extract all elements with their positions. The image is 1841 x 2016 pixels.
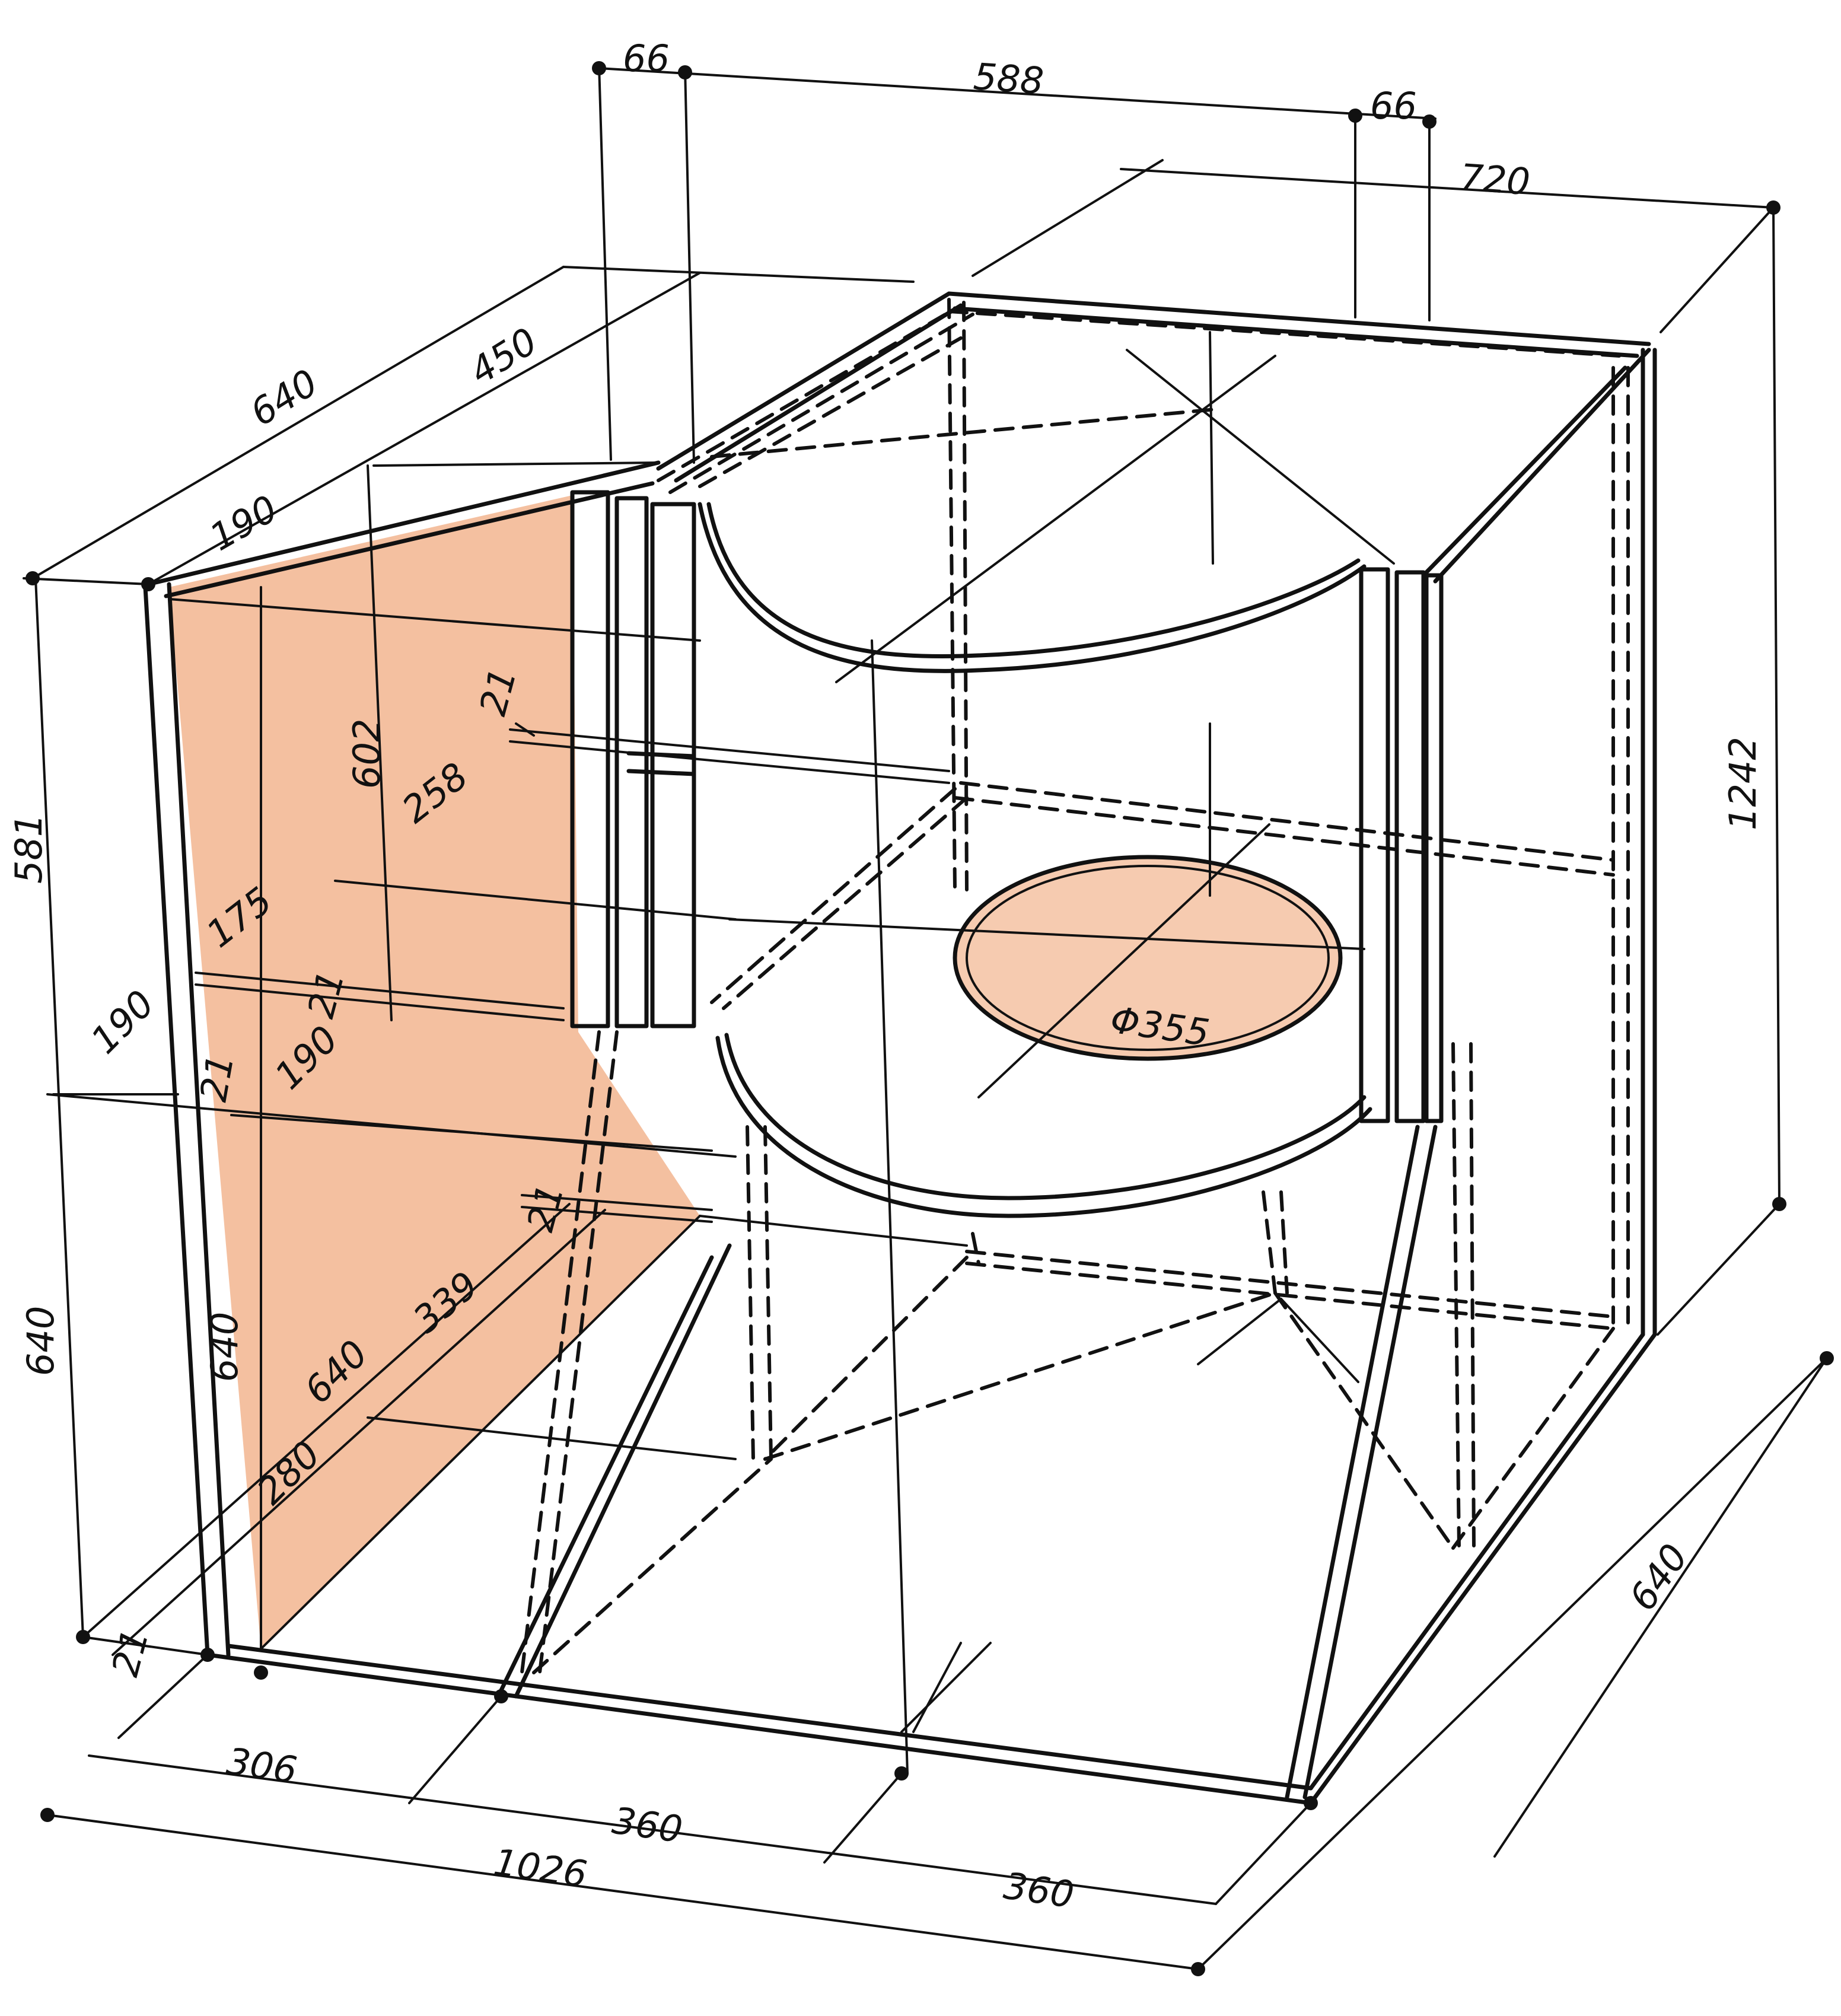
dim-450: 450 bbox=[462, 319, 544, 393]
hidden-lines bbox=[520, 298, 1630, 1674]
dimension-labels: 66 588 66 720 640 450 190 581 602 258 17… bbox=[7, 37, 1764, 1916]
dim-640-left: 640 bbox=[19, 1306, 62, 1376]
dimension-dots bbox=[26, 61, 1834, 1976]
dim-66-left: 66 bbox=[623, 37, 670, 80]
upper-horn-curve bbox=[697, 502, 1367, 673]
dim-360-a: 360 bbox=[610, 1799, 685, 1852]
construction-lines bbox=[728, 331, 1395, 1775]
dim-190-left: 190 bbox=[82, 982, 163, 1062]
dimension-lines bbox=[23, 64, 1828, 1970]
dim-588: 588 bbox=[972, 55, 1045, 103]
dim-21-c: 21 bbox=[192, 1051, 243, 1104]
dim-602: 602 bbox=[345, 719, 388, 789]
dim-190-top: 190 bbox=[202, 487, 285, 559]
lower-horn-curve bbox=[715, 1033, 1372, 1218]
lower-struts bbox=[496, 1125, 1438, 1800]
dim-306: 306 bbox=[224, 1740, 300, 1792]
dim-1242: 1242 bbox=[1721, 737, 1764, 830]
port-circle bbox=[953, 855, 1343, 1061]
dim-1026: 1026 bbox=[491, 1840, 590, 1896]
port-opening bbox=[953, 855, 1343, 1061]
interior-shelves bbox=[46, 461, 968, 1650]
right-brace bbox=[1359, 567, 1444, 1123]
dim-21-bottom: 21 bbox=[103, 1625, 157, 1681]
center-brace bbox=[570, 490, 696, 1028]
dim-640-top-side: 640 bbox=[243, 361, 325, 435]
dim-581: 581 bbox=[7, 814, 50, 884]
dim-360-b: 360 bbox=[1001, 1864, 1076, 1917]
dim-640-inner-v: 640 bbox=[203, 1312, 246, 1382]
side-wall-panel bbox=[169, 495, 700, 1649]
dim-720: 720 bbox=[1458, 155, 1531, 203]
dim-66-right: 66 bbox=[1370, 84, 1417, 128]
